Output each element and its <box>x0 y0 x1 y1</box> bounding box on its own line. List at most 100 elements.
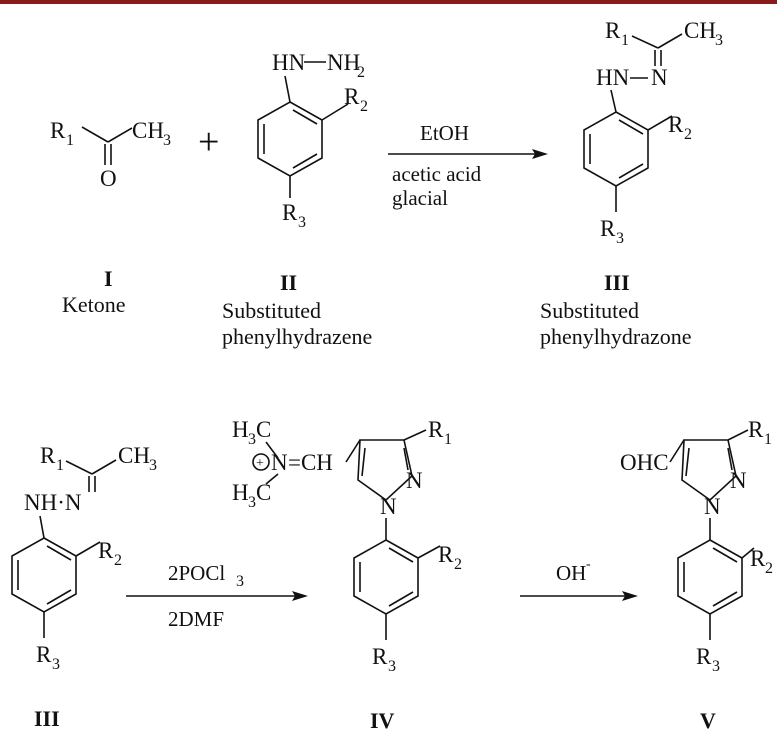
atom-label: R <box>696 644 712 669</box>
plus-sign: + <box>198 121 219 163</box>
atom-label: N <box>730 468 747 493</box>
bond <box>292 153 318 169</box>
atom-label: R <box>428 417 444 442</box>
bond <box>618 163 644 179</box>
bond <box>685 447 690 477</box>
atom-subscript: 2 <box>765 560 773 577</box>
atom-label: R <box>40 443 56 468</box>
reagent-dmf: 2DMF <box>168 607 224 631</box>
atom-subscript: 3 <box>52 656 60 673</box>
benzene-ring <box>353 539 419 615</box>
atom-label: R <box>98 538 114 563</box>
atom-subscript: 3 <box>616 230 624 247</box>
bond <box>91 459 117 475</box>
bond <box>284 75 291 103</box>
atom-label: CH <box>118 443 150 468</box>
atom-subscript: 1 <box>621 32 629 49</box>
caption-ii-line2: phenylhydrazene <box>222 324 372 349</box>
compound-i-ketone: R 1 CH 3 O <box>50 118 171 191</box>
atom-label: OHC <box>620 450 669 475</box>
label-ii: II <box>280 270 297 295</box>
atom-label: R <box>344 84 360 109</box>
atom-label: R <box>748 417 764 442</box>
bond <box>388 547 414 563</box>
atom-label: H <box>232 480 249 505</box>
atom-subscript: 3 <box>388 658 396 675</box>
label-i: I <box>104 266 113 291</box>
bond <box>403 429 427 441</box>
bond <box>361 447 366 477</box>
bond <box>741 547 755 559</box>
benzene-ring <box>257 101 323 177</box>
atom-label: N <box>651 65 668 90</box>
atom-label: R <box>282 200 298 225</box>
atom-subscript: 3 <box>298 214 306 231</box>
bond <box>265 473 279 485</box>
reagent-pocl3: 2POCl <box>168 561 225 585</box>
compound-iii-hydrazone-top: R 1 CH 3 N HN R 2 R 3 <box>583 18 723 247</box>
bond <box>417 545 441 559</box>
caption-iii-line2: phenylhydrazone <box>540 324 692 349</box>
benzene-ring <box>677 539 743 615</box>
atom-subscript: 3 <box>163 132 171 149</box>
bond <box>610 89 617 113</box>
atom-label: R <box>750 546 766 571</box>
compound-v-pyrazole-aldehyde: OHC R 1 N N R 2 R 3 <box>620 417 773 675</box>
atom-label: R <box>600 216 616 241</box>
atom-label: R <box>605 18 621 43</box>
atom-label: R <box>372 644 388 669</box>
compound-iii-hydrazone-bottom: R 1 CH 3 NH·N R 2 R 3 <box>11 443 157 673</box>
atom-label: R <box>36 642 52 667</box>
benzene-ring <box>583 111 649 187</box>
reaction-arrow-step2 <box>126 591 308 601</box>
bond <box>403 447 409 471</box>
atom-label: N <box>704 494 721 519</box>
bond <box>81 126 109 143</box>
atom-label: NH <box>327 50 360 75</box>
atom-label: H <box>232 417 249 442</box>
atom-label: CH <box>132 118 164 143</box>
reagent-hydroxide: OH <box>556 561 586 585</box>
pyrazole-ring <box>357 439 413 502</box>
atom-label: C <box>256 417 271 442</box>
atom-subscript: 1 <box>764 431 772 448</box>
caption-ketone: Ketone <box>62 292 126 317</box>
reaction-arrow-step3 <box>520 591 638 601</box>
bond <box>388 591 414 607</box>
atom-subscript: 1 <box>56 457 64 474</box>
bond <box>39 515 45 539</box>
bond <box>321 103 349 121</box>
atom-label: NH·N <box>24 490 82 515</box>
atom-label: R <box>50 118 66 143</box>
bond <box>657 33 683 49</box>
charge-sign: + <box>256 456 264 471</box>
bond <box>46 589 72 605</box>
bond <box>669 439 685 463</box>
compound-iv-iminium-pyrazole: H 3 C + N =CH H 3 C R 1 N N R 2 R 3 <box>232 417 462 675</box>
top-border-rule <box>0 0 777 4</box>
atom-subscript: 3 <box>715 32 723 49</box>
label-iii-top: III <box>604 270 630 295</box>
label-iv: IV <box>370 708 395 733</box>
atom-subscript: 1 <box>444 431 452 448</box>
label-v: V <box>700 708 716 733</box>
label-iii-bottom: III <box>34 706 60 731</box>
atom-label: =CH <box>288 450 333 475</box>
atom-subscript: 2 <box>684 126 692 143</box>
bond <box>46 545 72 561</box>
bond <box>345 439 361 463</box>
atom-label: N <box>271 450 288 475</box>
atom-subscript: 2 <box>357 64 365 81</box>
positive-charge-circle <box>252 453 270 471</box>
bond <box>712 547 738 563</box>
atom-label: CH <box>684 18 716 43</box>
atom-subscript: 3 <box>248 431 256 448</box>
bond <box>712 591 738 607</box>
atom-label: R <box>668 112 684 137</box>
atom-label: O <box>100 166 117 191</box>
bond <box>647 115 673 131</box>
atom-label: N <box>380 494 397 519</box>
atom-subscript: 2 <box>454 556 462 573</box>
atom-label: N <box>406 468 423 493</box>
